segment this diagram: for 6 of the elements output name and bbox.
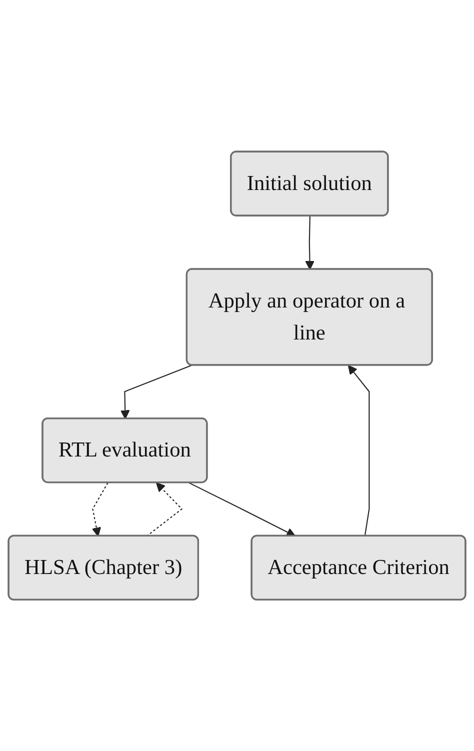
arrow <box>305 216 314 270</box>
flowchart-diagram: Initial solution Apply an operator on a line RTL evaluation HLSA (Chapter 3) Acceptance Criterion <box>0 142 474 608</box>
arrow <box>188 482 296 536</box>
arrow <box>92 482 108 536</box>
arrow <box>348 364 370 536</box>
arrow <box>120 364 192 420</box>
